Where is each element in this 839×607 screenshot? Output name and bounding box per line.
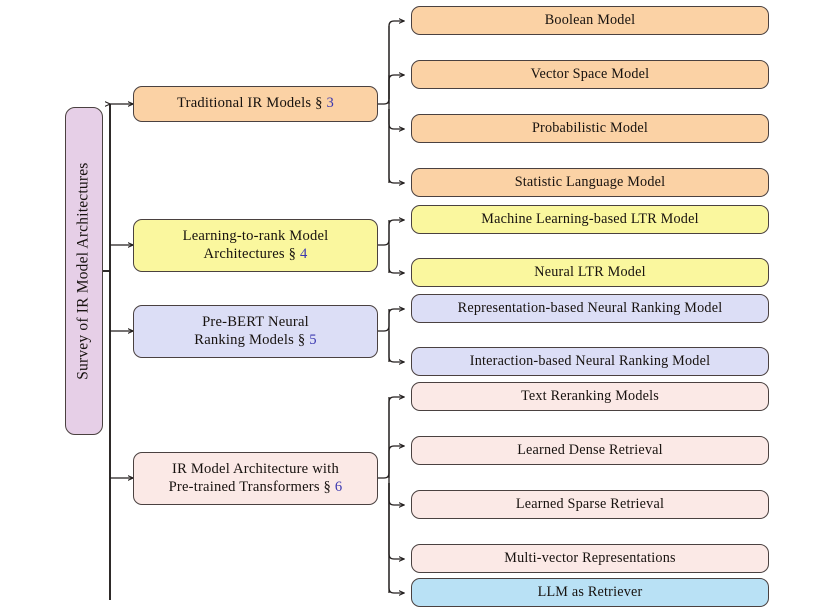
section-link-3[interactable]: 3: [326, 95, 334, 112]
branch-node-traditional-ir-models-label: Traditional IR Models § 3: [177, 95, 334, 112]
leaf-node-text-reranking-models[interactable]: Text Reranking Models: [411, 382, 769, 411]
leaf-node-machine-learning-based-ltr-model[interactable]: Machine Learning-based LTR Model: [411, 205, 769, 234]
leaf-node-boolean-model[interactable]: Boolean Model: [411, 6, 769, 35]
leaf-node-interaction-based-neural-ranking-model[interactable]: Interaction-based Neural Ranking Model: [411, 347, 769, 376]
leaf-node-learned-dense-retrieval-label: Learned Dense Retrieval: [517, 442, 663, 459]
root-node-label: Survey of IR Model Architectures: [74, 162, 92, 380]
leaf-node-vector-space-model-label: Vector Space Model: [530, 66, 650, 83]
section-link-4[interactable]: 4: [299, 245, 308, 262]
leaf-node-probabilistic-model-label: Probabilistic Model: [531, 120, 649, 137]
leaf-node-multi-vector-representations-label: Multi-vector Representations: [504, 550, 676, 567]
leaf-node-representation-based-neural-ranking-model-label: Representation-based Neural Ranking Mode…: [457, 300, 723, 317]
leaf-node-vector-space-model[interactable]: Vector Space Model: [411, 60, 769, 89]
leaf-node-neural-ltr-model-label: Neural LTR Model: [534, 264, 646, 281]
leaf-node-boolean-model-label: Boolean Model: [544, 12, 636, 29]
leaf-node-statistic-language-model[interactable]: Statistic Language Model: [411, 168, 769, 197]
leaf-node-learned-sparse-retrieval-label: Learned Sparse Retrieval: [515, 496, 665, 513]
leaf-node-interaction-based-neural-ranking-model-label: Interaction-based Neural Ranking Model: [469, 353, 711, 370]
leaf-node-probabilistic-model[interactable]: Probabilistic Model: [411, 114, 769, 143]
section-link-6[interactable]: 6: [334, 478, 343, 495]
section-link-5[interactable]: 5: [309, 331, 317, 348]
leaf-node-representation-based-neural-ranking-model[interactable]: Representation-based Neural Ranking Mode…: [411, 294, 769, 323]
leaf-node-multi-vector-representations[interactable]: Multi-vector Representations: [411, 544, 769, 573]
leaf-node-learned-sparse-retrieval[interactable]: Learned Sparse Retrieval: [411, 490, 769, 519]
leaf-node-machine-learning-based-ltr-model-label: Machine Learning-based LTR Model: [481, 211, 699, 228]
branch-node-traditional-ir-models[interactable]: Traditional IR Models § 3: [133, 86, 378, 122]
root-node-survey[interactable]: Survey of IR Model Architectures: [65, 107, 103, 435]
leaf-node-neural-ltr-model[interactable]: Neural LTR Model: [411, 258, 769, 287]
leaf-node-statistic-language-model-label: Statistic Language Model: [514, 174, 666, 191]
leaf-node-llm-as-retriever[interactable]: LLM as Retriever: [411, 578, 769, 607]
leaf-node-text-reranking-models-label: Text Reranking Models: [521, 388, 659, 405]
leaf-node-llm-as-retriever-label: LLM as Retriever: [537, 584, 643, 601]
leaf-node-learned-dense-retrieval[interactable]: Learned Dense Retrieval: [411, 436, 769, 465]
